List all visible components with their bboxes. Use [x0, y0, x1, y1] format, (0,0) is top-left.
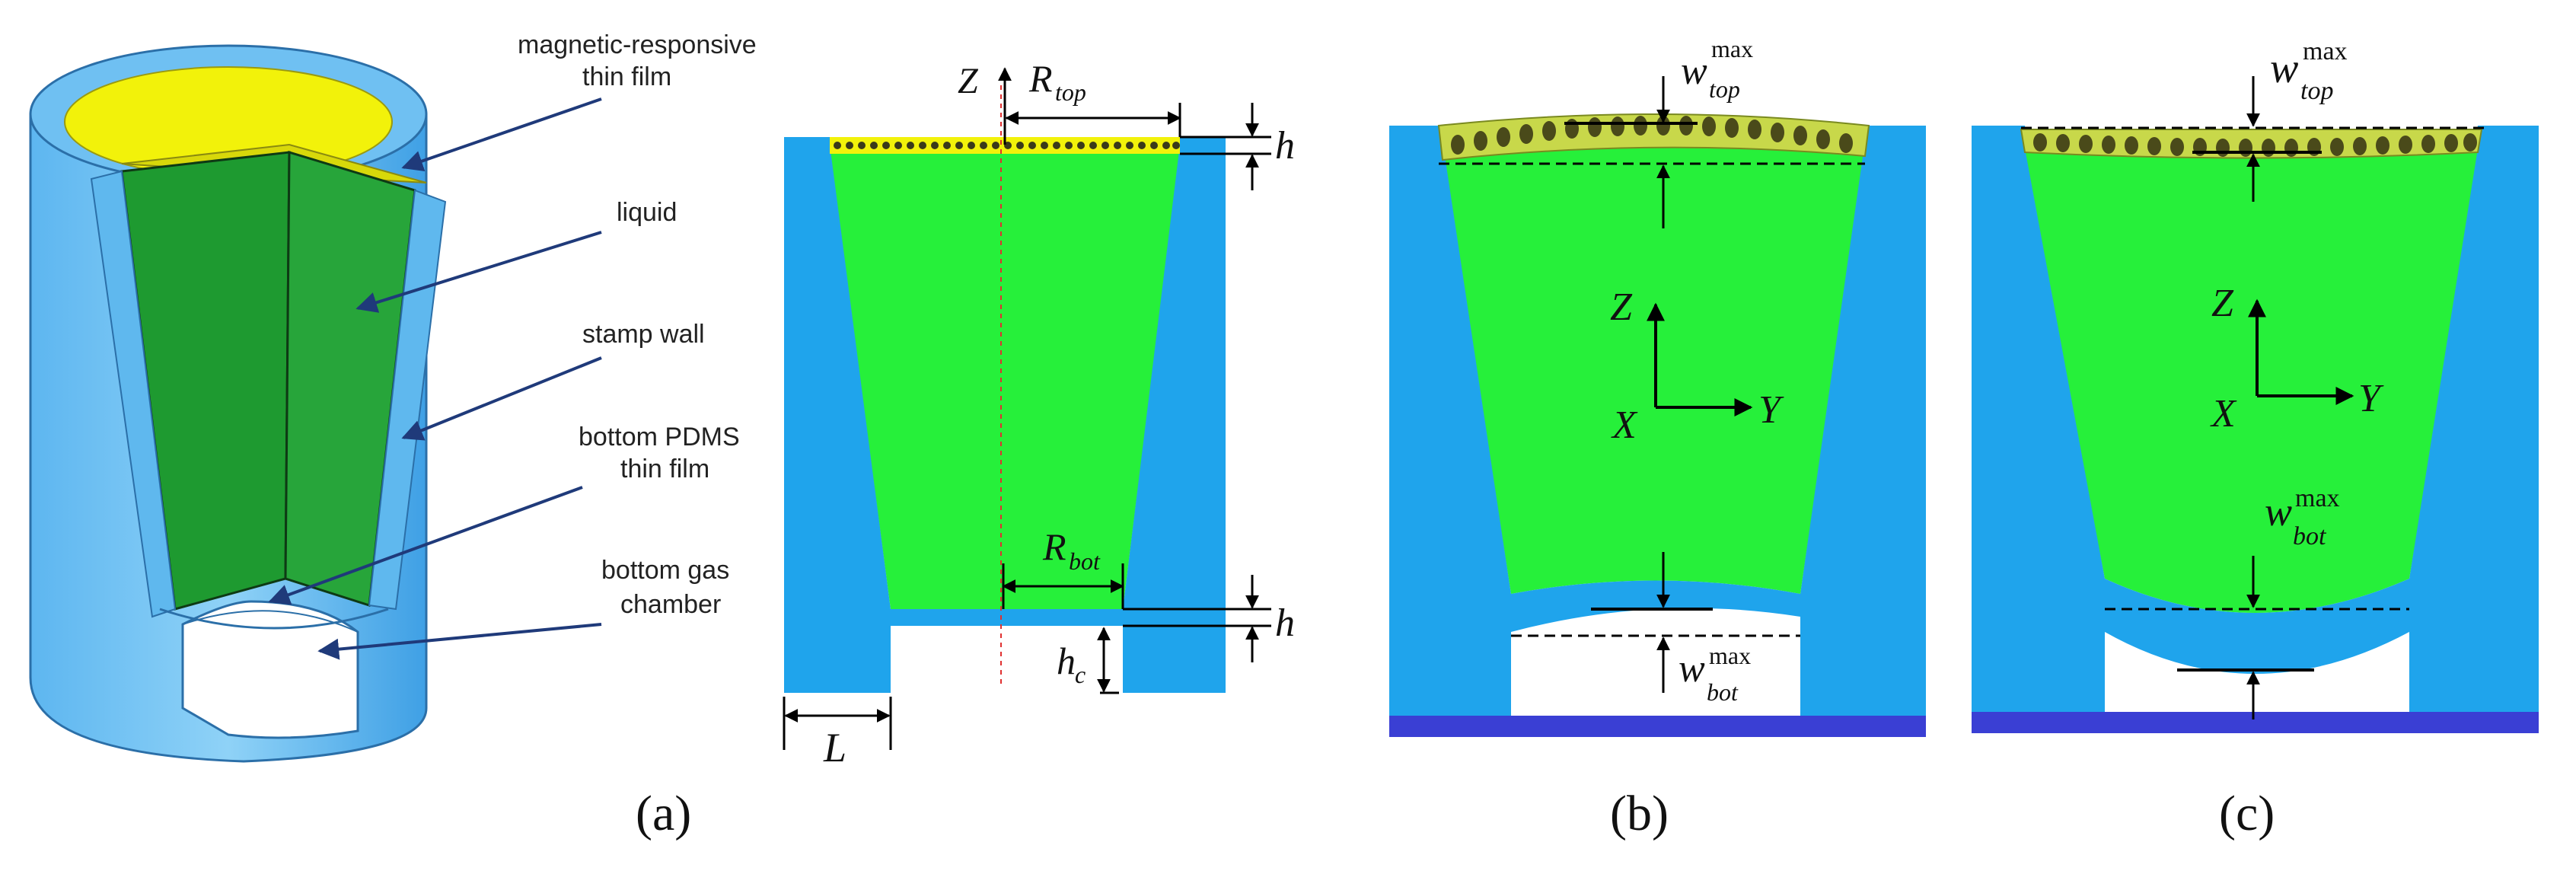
panel-b: w max top w max bot Z X Y [1389, 35, 1926, 737]
label-magnetic-film-1: magnetic-responsive [518, 30, 757, 59]
c-left-wall [1972, 126, 2105, 712]
b-wtop-sub: top [1709, 75, 1740, 103]
b-gas-chamber [1511, 621, 1800, 716]
cs-left-wall [784, 137, 891, 693]
c-wbot-sub: bot [2293, 522, 2327, 550]
label-gas-chamber-1: bottom gas [601, 556, 729, 585]
c-wtop-max: max [2303, 37, 2348, 65]
c-gas-chamber [2105, 632, 2409, 712]
cs-rtop-sub: top [1055, 78, 1086, 106]
c-wtop-w: w [2270, 45, 2298, 92]
c-axis-z: Z [2211, 282, 2234, 325]
label-liquid: liquid [617, 198, 677, 227]
cs-rtop-R: R [1028, 57, 1053, 100]
b-right-wall [1800, 126, 1926, 716]
c-wbot-max: max [2295, 484, 2340, 512]
caption-c: (c) [2219, 786, 2275, 841]
b-axis-y: Y [1758, 388, 1784, 432]
label-bottom-pdms-2: thin film [620, 455, 709, 483]
b-axis-z: Z [1610, 286, 1633, 329]
b-substrate [1389, 716, 1926, 737]
cs-liquid [830, 145, 1180, 609]
c-substrate [1972, 712, 2539, 733]
c-wtop-sub: top [2300, 77, 2333, 105]
captions: (a) (b) (c) [636, 786, 2275, 841]
label-bottom-pdms-1: bottom PDMS [579, 423, 740, 451]
b-wtop-max: max [1711, 35, 1753, 62]
b-bottom-film [1511, 580, 1800, 632]
label-stamp-wall: stamp wall [582, 320, 705, 349]
gas-chamber-opening [181, 600, 359, 739]
b-wtop-w: w [1681, 49, 1707, 93]
b-wbot-w: w [1679, 647, 1705, 691]
label-gas-chamber-2: chamber [620, 590, 721, 619]
cs-hc-h: h [1057, 640, 1076, 682]
c-axis-y: Y [2358, 377, 2384, 420]
c-bottom-film [2105, 579, 2409, 674]
cs-rbot-sub: bot [1069, 547, 1101, 575]
b-wbot-sub: bot [1707, 678, 1739, 706]
cs-z-label: Z [958, 61, 979, 101]
cs-h-bot: h [1275, 601, 1295, 645]
panel-a-3d-labels: magnetic-responsive thin film liquid sta… [268, 30, 757, 660]
cs-L: L [823, 725, 846, 770]
panel-a-3d-stamp [29, 44, 447, 763]
panel-a-cross-section: Z R top h R bot h h c L [783, 57, 1295, 770]
caption-b: (b) [1610, 786, 1669, 841]
c-axis-x: X [2210, 392, 2237, 436]
caption-a: (a) [636, 786, 691, 841]
c-liquid [2025, 148, 2478, 613]
b-axis-x: X [1611, 404, 1638, 447]
cs-hc-sub: c [1075, 661, 1086, 688]
panel-c: w max top w max bot Z X Y [1972, 37, 2539, 733]
b-wbot-max: max [1709, 642, 1751, 669]
cs-h-top: h [1275, 124, 1295, 168]
cs-right-wall [1123, 137, 1226, 693]
c-right-wall [2409, 126, 2539, 712]
cs-bottom-film [891, 609, 1123, 626]
b-left-wall [1389, 126, 1511, 716]
cs-rbot-R: R [1042, 525, 1066, 568]
label-magnetic-film-2: thin film [582, 62, 671, 91]
b-liquid [1443, 131, 1865, 594]
c-wbot-w: w [2265, 489, 2292, 534]
